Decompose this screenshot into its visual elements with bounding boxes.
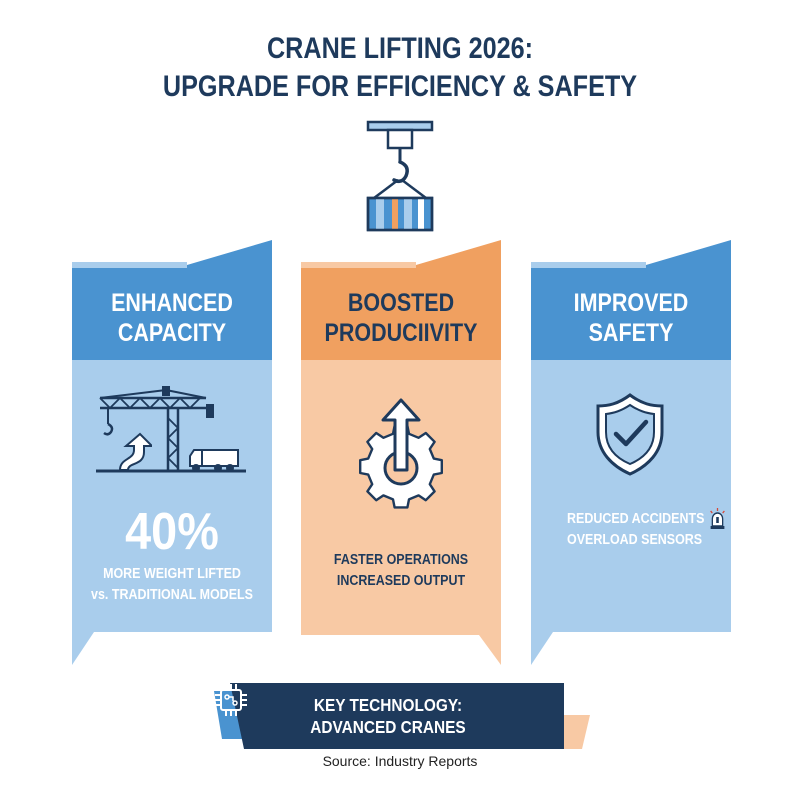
title-line-1: CRANE LIFTING 2026: xyxy=(266,32,534,65)
heading-line-1: IMPROVED xyxy=(573,289,689,317)
capacity-description: MORE WEIGHT LIFTED vs. TRADITIONAL MODEL… xyxy=(86,564,258,606)
gear-arrow-icon xyxy=(358,398,444,509)
panel-improved-safety: IMPROVED SAFETY REDUCED ACCIDENTS OVERLO… xyxy=(531,240,731,665)
panel-heading: ENHANCED CAPACITY xyxy=(86,288,258,348)
page-title: CRANE LIFTING 2026: UPGRADE FOR EFFICIEN… xyxy=(64,30,736,106)
shield-check-icon xyxy=(596,393,664,476)
banner-background xyxy=(214,683,590,749)
description-line-1: REDUCED ACCIDENTS xyxy=(567,510,705,527)
banner-line-2: ADVANCED CRANES xyxy=(310,717,466,737)
source-note: Source: Industry Reports xyxy=(322,753,478,769)
description-line-2: vs. TRADITIONAL MODELS xyxy=(91,587,253,603)
heading-line-2: SAFETY xyxy=(588,319,674,347)
description-line-2: INCREASED OUTPUT xyxy=(336,573,466,589)
truck-icon xyxy=(189,449,239,472)
alarm-light-icon xyxy=(709,508,725,529)
description-line-2: OVERLOAD SENSORS xyxy=(567,532,703,548)
description-line-1: FASTER OPERATIONS xyxy=(333,552,469,568)
panel-background xyxy=(72,240,272,665)
panel-boosted-productivity: BOOSTED PRODUCIIVITY FASTER OPERATIONS I… xyxy=(301,240,501,665)
heading-line-2: PRODUCIIVITY xyxy=(324,319,478,347)
heading-line-1: BOOSTED xyxy=(347,289,455,317)
panel-heading: IMPROVED SAFETY xyxy=(545,288,717,348)
heading-line-1: ENHANCED xyxy=(111,289,233,317)
title-line-2: UPGRADE FOR EFFICIENCY & SAFETY xyxy=(162,70,638,103)
crane-hook-container-icon xyxy=(366,120,434,232)
banner-text: KEY TECHNOLOGY: ADVANCED CRANES xyxy=(291,694,485,738)
safety-description: REDUCED ACCIDENTS OVERLOAD SENSORS xyxy=(567,508,739,551)
panel-enhanced-capacity: ENHANCED CAPACITY 40% MORE WEIGHT LIFTED… xyxy=(72,240,272,665)
banner-line-1: KEY TECHNOLOGY: xyxy=(313,695,463,715)
capacity-stat: 40% xyxy=(125,503,219,561)
productivity-description: FASTER OPERATIONS INCREASED OUTPUT xyxy=(315,550,487,592)
panel-heading: BOOSTED PRODUCIIVITY xyxy=(315,288,487,348)
heading-line-2: CAPACITY xyxy=(117,319,227,347)
description-line-1: MORE WEIGHT LIFTED xyxy=(103,566,241,582)
up-arrow-icon xyxy=(118,432,152,471)
key-technology-banner: KEY TECHNOLOGY: ADVANCED CRANES xyxy=(214,683,590,749)
description-row-1: REDUCED ACCIDENTS xyxy=(567,508,739,530)
chip-icon xyxy=(215,684,247,716)
